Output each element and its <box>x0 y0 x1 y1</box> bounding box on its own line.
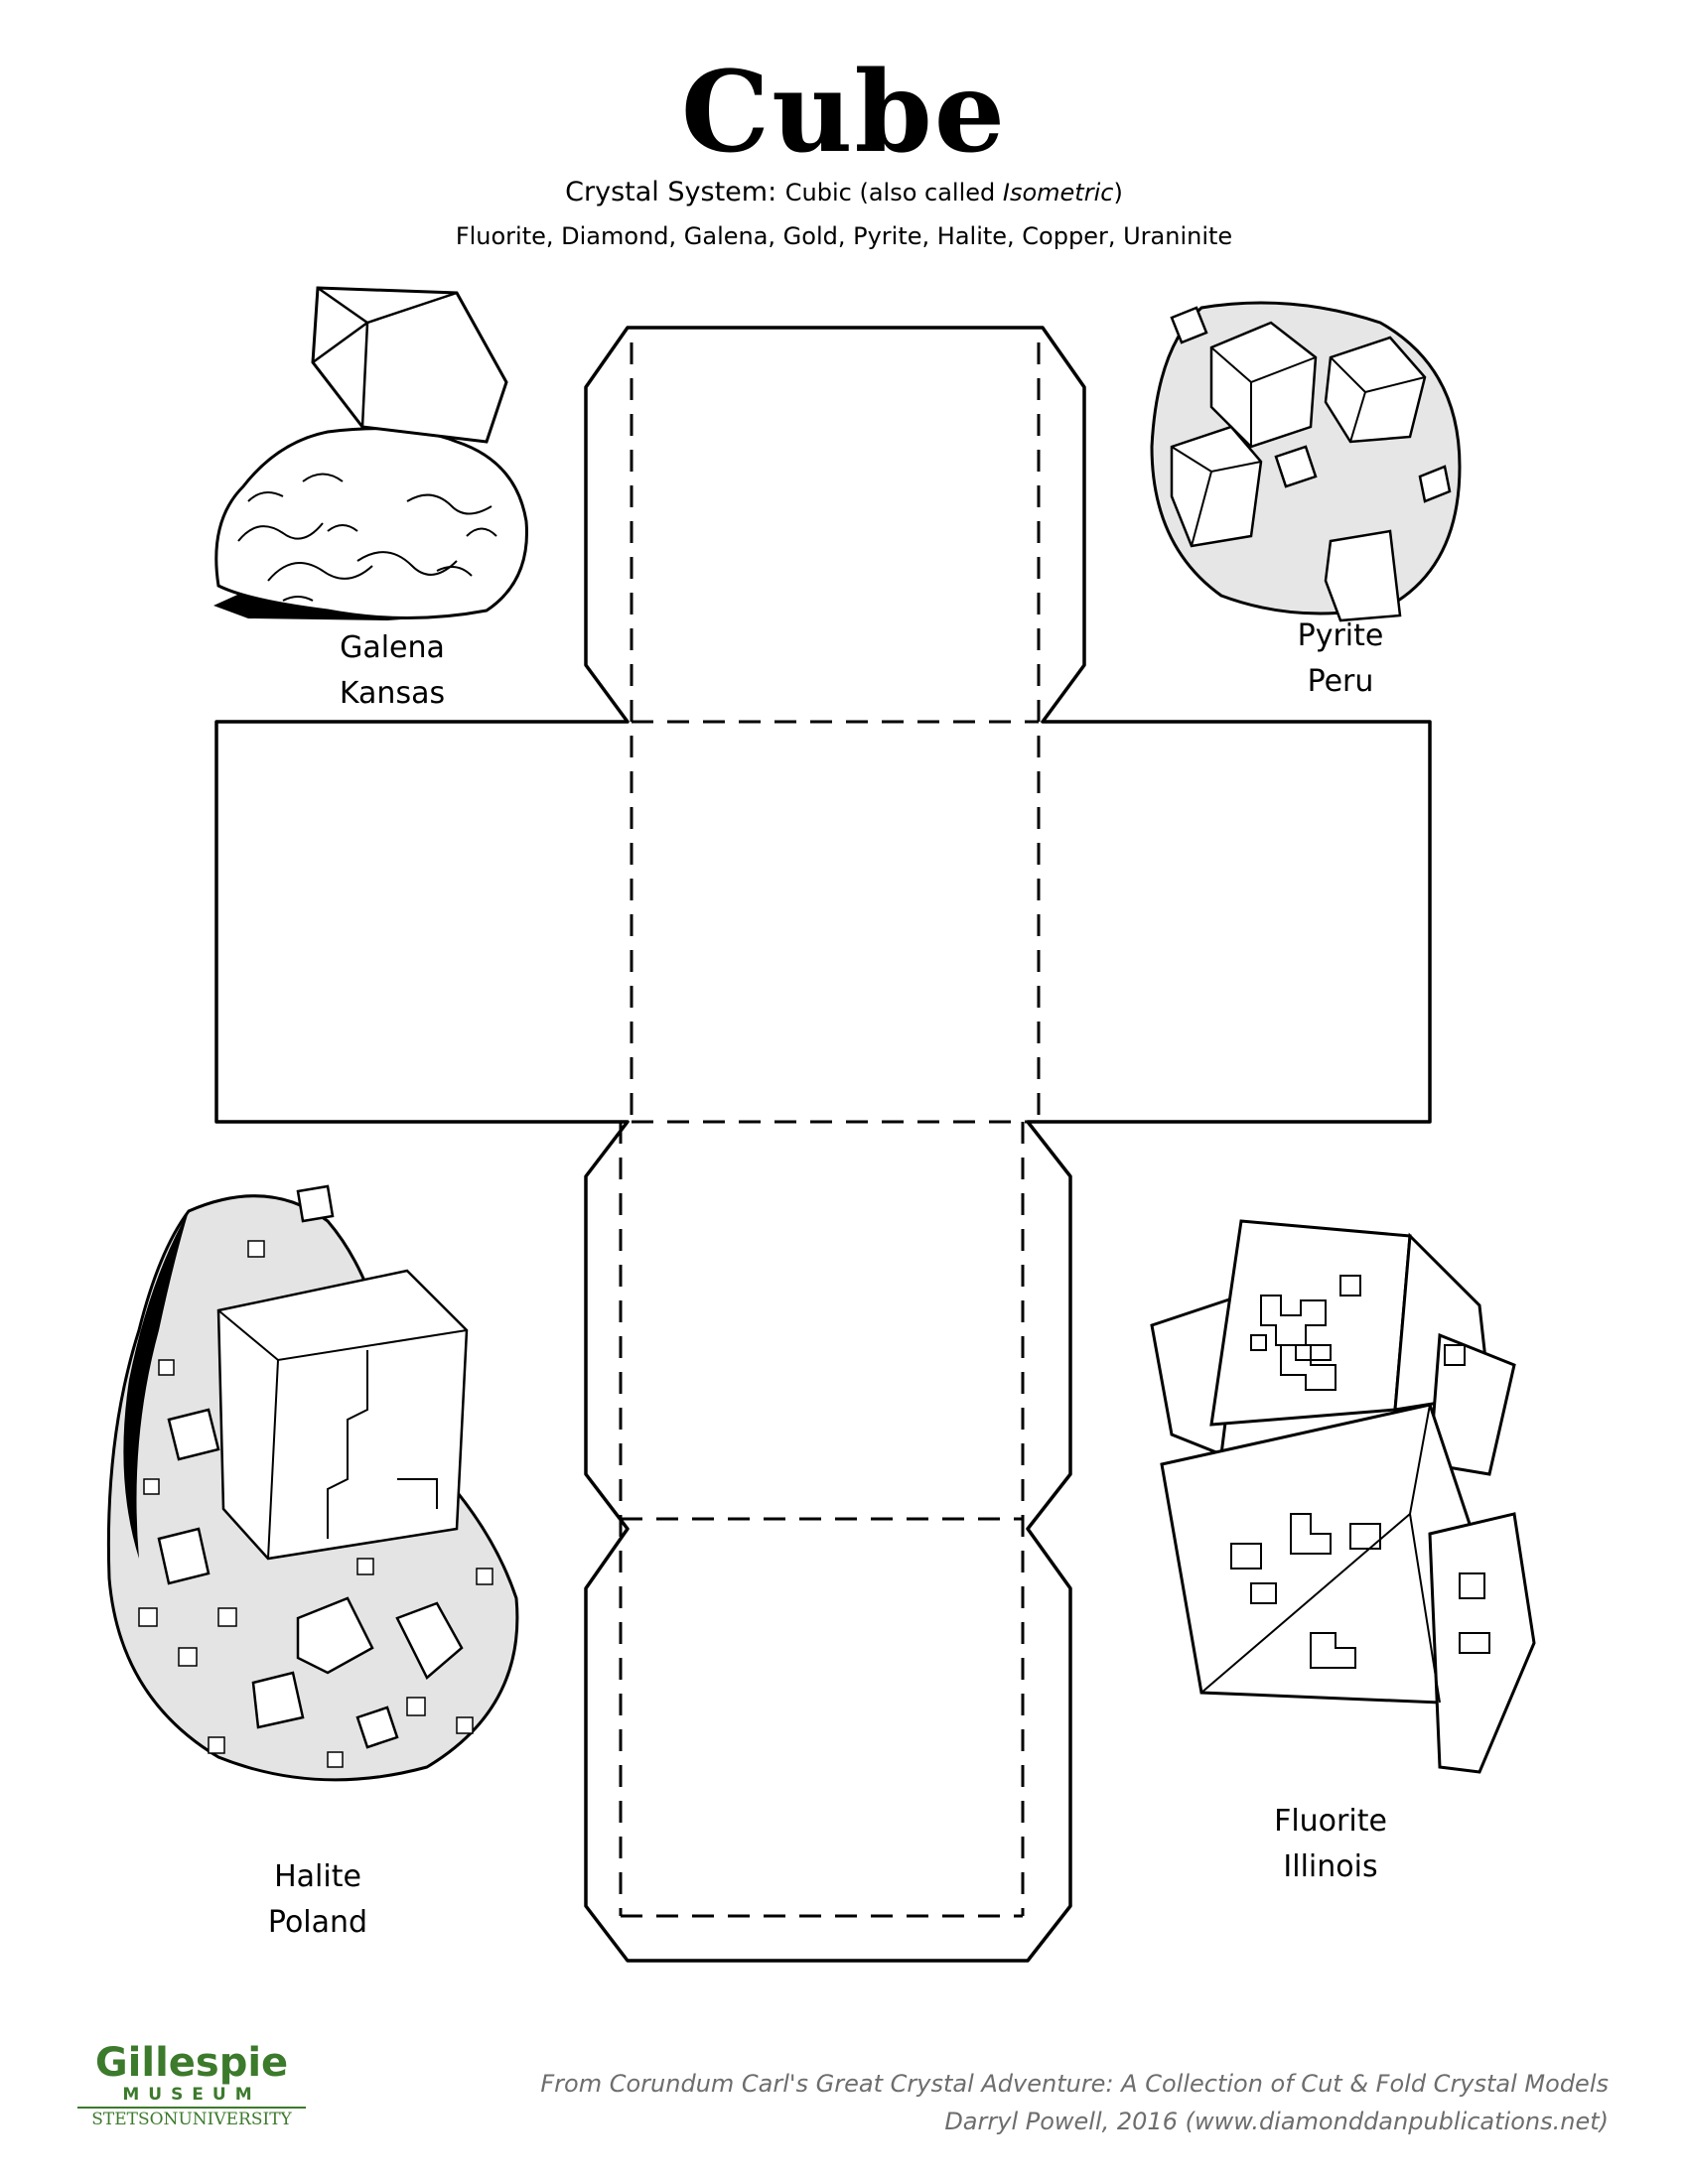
crystal-system-value: Cubic (also called Isometric) <box>784 179 1123 206</box>
galena-label: Galena Kansas <box>308 625 477 717</box>
halite-label: Halite Poland <box>233 1854 402 1946</box>
fold-lines <box>619 342 1041 1918</box>
specimen-name: Pyrite <box>1297 618 1384 653</box>
specimen-locality: Poland <box>267 1905 368 1940</box>
specimen-locality: Illinois <box>1283 1849 1378 1884</box>
page-title: Cube <box>680 48 1008 178</box>
pyrite-label: Pyrite Peru <box>1261 614 1420 705</box>
crystal-system-label: Crystal System: <box>565 177 777 207</box>
credit-line-2: Darryl Powell, 2016 (www.diamonddanpubli… <box>944 2108 1609 2135</box>
galena-crystal-image <box>213 286 528 620</box>
specimen-name: Fluorite <box>1274 1804 1387 1839</box>
crystal-system-line: Crystal System: Cubic (also called Isome… <box>0 177 1688 207</box>
specimen-name: Galena <box>340 630 445 665</box>
cut-outline <box>214 326 1432 1963</box>
logo-name: Gillespie <box>94 2040 289 2086</box>
logo-museum: MUSEUM <box>122 2085 261 2105</box>
specimen-locality: Peru <box>1307 664 1374 699</box>
mineral-list: Fluorite, Diamond, Galena, Gold, Pyrite,… <box>455 222 1233 250</box>
logo-university: STETSONUNIVERSITY <box>77 2107 306 2129</box>
fluorite-label: Fluorite Illinois <box>1241 1799 1420 1890</box>
specimen-name: Halite <box>274 1859 361 1894</box>
credit-line-1: From Corundum Carl's Great Crystal Adven… <box>540 2070 1609 2098</box>
pyrite-crystal-image <box>1150 301 1462 622</box>
credit-text: From Corundum Carl's Great Crystal Adven… <box>540 2065 1609 2140</box>
specimen-locality: Kansas <box>339 676 446 711</box>
halite-crystal-image <box>106 1184 519 1782</box>
fluorite-crystal-image <box>1150 1219 1536 1774</box>
gillespie-museum-logo: Gillespie MUSEUM STETSONUNIVERSITY <box>77 2043 306 2129</box>
